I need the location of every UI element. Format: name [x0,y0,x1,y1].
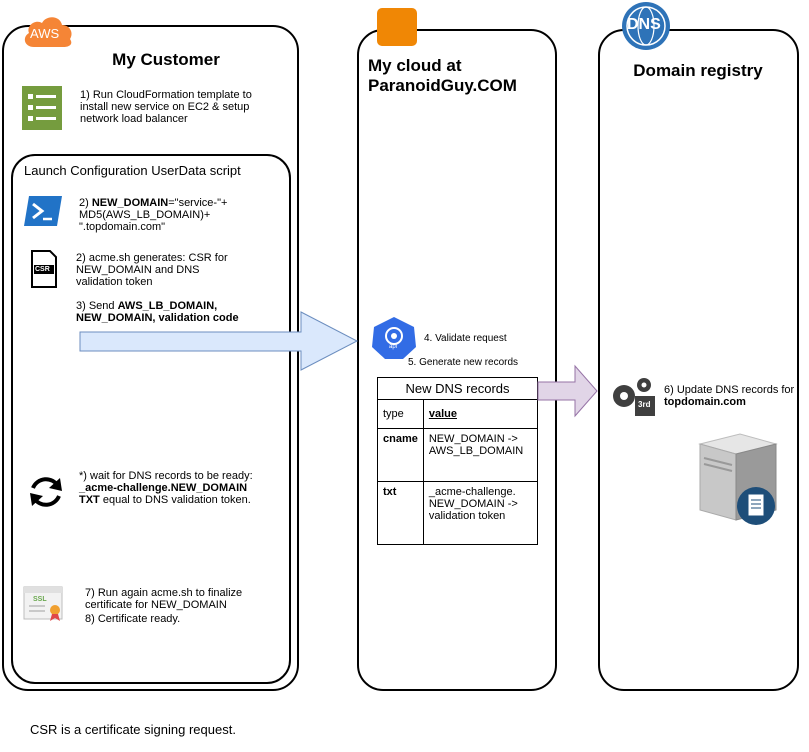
wait-line1: *) wait for DNS records to be ready: [79,470,253,482]
update-records-arrow [537,364,598,418]
wait-bold1: _acme-challenge.NEW_DOMAIN [79,482,248,494]
step3-bold2: validation code [158,312,239,324]
aws-badge: AWS [22,13,74,49]
dns-row-value: _acme-challenge. NEW_DOMAIN -> validatio… [422,481,539,545]
step7-text: 7) Run again acme.sh to finalize certifi… [85,587,243,611]
server-icon [698,433,778,525]
csr-file-label: CSR [35,266,50,273]
aws-cloud-icon [24,17,72,47]
cloud-badge-icon [377,8,417,46]
third-party-label: 3rd [638,400,651,409]
registry-title: Domain registry [633,61,763,80]
third-party-gears-icon [613,378,655,416]
cloudformation-icon [22,86,62,130]
wait-text: *) wait for DNS records to be ready: _ac… [79,470,279,506]
dns-col-value: value [422,399,539,429]
dns-row-type: cname [377,428,424,482]
dns-globe-icon [622,2,670,50]
step1-text: 1) Run CloudFormation template to instal… [80,89,252,125]
dns-records-table: New DNS records type value cname NEW_DOM… [377,377,539,545]
sync-icon [30,477,62,507]
step8-text: 8) Certificate ready. [85,613,181,625]
wait-rest: equal to DNS validation token. [99,494,251,506]
step2-text: 2) NEW_DOMAIN="service-"+ MD5(AWS_LB_DOM… [79,197,259,233]
registry-panel [598,29,799,691]
step4-text: 4. Validate request [424,333,507,344]
ssl-label: SSL [33,596,47,603]
aws-badge-label: AWS [30,26,60,41]
api-label: api [389,344,398,350]
footnote: CSR is a certificate signing request. [30,722,236,737]
step2-bold: NEW_DOMAIN [91,197,169,209]
step3-mid: , [152,312,159,324]
dns-col-type: type [377,399,424,429]
customer-title: My Customer [112,50,220,69]
launch-config-title: Launch Configuration UserData script [24,163,241,178]
powershell-icon [24,196,62,226]
step2b-text: 2) acme.sh generates: CSR for NEW_DOMAIN… [76,252,228,288]
step3-text: 3) Send AWS_LB_DOMAIN, NEW_DOMAIN, valid… [76,300,256,324]
dns-badge-label: DNS [627,16,661,33]
api-icon [372,317,416,359]
ssl-certificate-icon [23,586,63,621]
step2-rest: ="service-"+ MD5(AWS_LB_DOMAIN)+ ".topdo… [79,197,228,233]
csr-file-icon [31,250,57,288]
send-request-arrow [79,311,359,371]
step6-bold: topdomain.com [664,396,746,408]
step5-text: 5. Generate new records [408,357,519,368]
cloud-title: My cloud at ParanoidGuy.COM [368,56,517,95]
dns-row-type: txt [377,481,424,545]
step6-prefix: 6) Update DNS records for [664,384,795,396]
cloud-panel [357,29,557,691]
dns-row-value: NEW_DOMAIN -> AWS_LB_DOMAIN [422,428,539,482]
step2-prefix: 2) [79,197,92,209]
step3-prefix: 3) Send [76,300,118,312]
wait-bold2: TXT [79,494,100,506]
dns-table-title: New DNS records [377,377,538,400]
step3-bold: AWS_LB_DOMAIN, NEW_DOMAIN [76,300,218,324]
step6-text: 6) Update DNS records for topdomain.com [664,384,799,408]
